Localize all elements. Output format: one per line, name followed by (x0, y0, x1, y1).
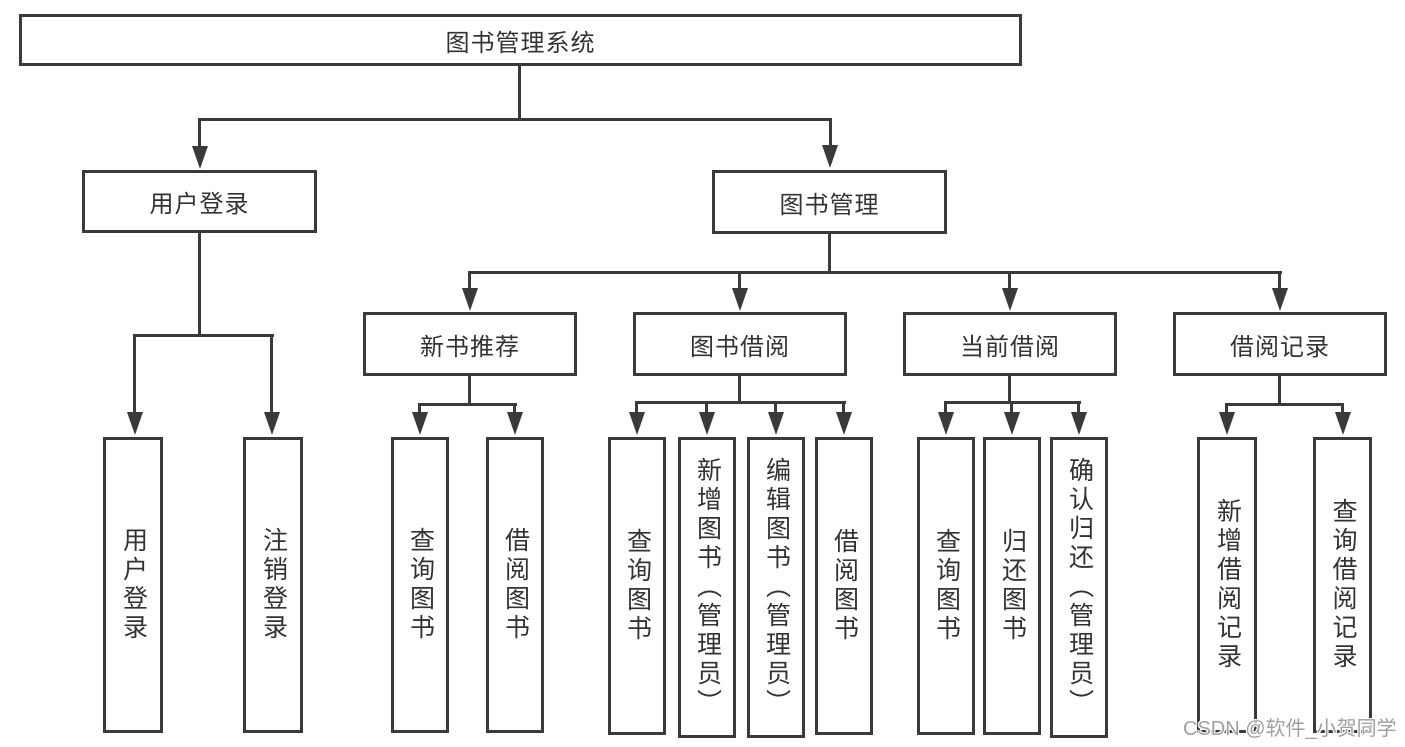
node-root: 图书管理系统 (19, 14, 1022, 66)
leaf-add-borrow-record-label: 新增借阅记录 (1213, 498, 1242, 672)
connector-book-mgmt-stem (828, 234, 831, 274)
connector-records-drop-1 (1225, 403, 1228, 415)
connector-borrow-drop-1 (635, 401, 638, 414)
leaf-query-books-newbooks-label: 查询图书 (406, 527, 435, 643)
leaf-query-borrow-record: 查询借阅记录 (1313, 437, 1372, 733)
leaf-add-books-admin: 新增图书（管理员） (678, 437, 736, 738)
leaf-query-books-current: 查询图书 (917, 437, 975, 735)
connector-borrow-drop-2 (705, 401, 708, 414)
node-book-mgmt-label: 图书管理 (779, 191, 880, 219)
node-book-borrow-label: 图书借阅 (690, 333, 790, 361)
connector-current-drop-2 (1010, 401, 1013, 414)
connector-current-drop-1 (944, 401, 947, 414)
leaf-borrow-books-borrow-label: 借阅图书 (830, 528, 859, 644)
node-current-borrow: 当前借阅 (903, 312, 1117, 376)
arrow-down-icon (1219, 412, 1235, 435)
node-current-borrow-label: 当前借阅 (960, 333, 1060, 361)
connector-new-books-drop-2 (513, 403, 516, 415)
arrow-down-icon (822, 145, 838, 168)
arrow-down-icon (1002, 288, 1018, 311)
leaf-query-books-borrow: 查询图书 (608, 437, 666, 735)
leaf-confirm-return-admin: 确认归还（管理员） (1050, 437, 1108, 738)
arrow-down-icon (938, 412, 954, 435)
arrow-down-icon (699, 412, 715, 435)
node-borrow-records: 借阅记录 (1173, 312, 1387, 376)
arrow-down-icon (629, 412, 645, 435)
node-root-label: 图书管理系统 (445, 29, 596, 57)
leaf-return-books: 归还图书 (983, 437, 1041, 735)
leaf-borrow-books-newbooks-label: 借阅图书 (501, 527, 530, 643)
node-book-borrow: 图书借阅 (633, 312, 847, 376)
connector-current-stem (1008, 376, 1011, 404)
connector-new-books-stem (468, 376, 471, 406)
arrow-down-icon (412, 412, 428, 435)
leaf-add-borrow-record: 新增借阅记录 (1197, 437, 1257, 733)
csdn-watermark: CSDN @软件_小贺同学 (1183, 718, 1397, 740)
connector-current-drop-3 (1077, 401, 1080, 414)
arrow-down-icon (507, 412, 523, 435)
connector-records-stem (1278, 376, 1281, 406)
arrow-down-icon (836, 412, 852, 435)
connector-user-login-stem (198, 233, 201, 337)
leaf-query-borrow-record-label: 查询借阅记录 (1329, 498, 1357, 672)
connector-user-login-drop-2 (270, 334, 273, 416)
arrow-down-icon (264, 412, 280, 435)
connector-book-mgmt-drop-3 (1008, 271, 1011, 291)
arrow-down-icon (768, 412, 784, 435)
connector-new-books-drop-1 (418, 403, 421, 415)
connector-user-login-drop-1 (133, 334, 136, 416)
node-book-mgmt: 图书管理 (712, 170, 947, 234)
arrow-down-icon (1071, 412, 1087, 435)
arrow-down-icon (192, 146, 208, 169)
leaf-query-books-borrow-label: 查询图书 (623, 528, 652, 644)
leaf-user-login: 用户登录 (103, 437, 163, 733)
connector-borrow-bar (635, 401, 846, 404)
leaf-logout-label: 注销登录 (259, 527, 288, 643)
connector-book-mgmt-bar (468, 271, 1282, 274)
connector-records-drop-2 (1341, 403, 1344, 415)
arrow-down-icon (1004, 412, 1020, 435)
connector-borrow-stem (738, 376, 741, 404)
node-new-books: 新书推荐 (363, 312, 577, 376)
node-borrow-records-label: 借阅记录 (1230, 333, 1330, 361)
node-new-books-label: 新书推荐 (420, 333, 520, 361)
connector-book-mgmt-drop-1 (468, 271, 471, 291)
connector-records-bar (1225, 403, 1344, 406)
connector-root-stem (518, 66, 521, 120)
leaf-return-books-label: 归还图书 (998, 528, 1027, 644)
arrow-down-icon (732, 288, 748, 311)
arrow-down-icon (1335, 412, 1351, 435)
node-user-login-label: 用户登录 (149, 191, 250, 218)
leaf-borrow-books-borrow: 借阅图书 (815, 437, 873, 735)
connector-root-right-drop (829, 118, 832, 148)
leaf-logout: 注销登录 (243, 437, 303, 733)
arrow-down-icon (462, 288, 478, 311)
leaf-edit-books-admin: 编辑图书（管理员） (747, 437, 805, 738)
leaf-confirm-return-admin-label: 确认归还（管理员） (1065, 457, 1094, 718)
connector-user-login-bar (133, 334, 274, 337)
node-user-login: 用户登录 (82, 170, 317, 233)
connector-new-books-bar (418, 403, 517, 406)
leaf-edit-books-admin-label: 编辑图书（管理员） (762, 457, 791, 718)
arrow-down-icon (1272, 288, 1288, 311)
connector-borrow-drop-4 (842, 401, 845, 414)
leaf-borrow-books-newbooks: 借阅图书 (486, 437, 544, 733)
leaf-query-books-current-label: 查询图书 (932, 528, 961, 644)
leaf-query-books-newbooks: 查询图书 (391, 437, 449, 733)
connector-root-left-drop (198, 118, 201, 148)
connector-book-mgmt-drop-2 (738, 271, 741, 291)
leaf-add-books-admin-label: 新增图书（管理员） (693, 457, 722, 718)
leaf-user-login-label: 用户登录 (119, 527, 148, 643)
connector-borrow-drop-3 (774, 401, 777, 414)
arrow-down-icon (127, 412, 143, 435)
connector-book-mgmt-drop-4 (1278, 271, 1281, 291)
connector-root-bar (198, 118, 832, 121)
